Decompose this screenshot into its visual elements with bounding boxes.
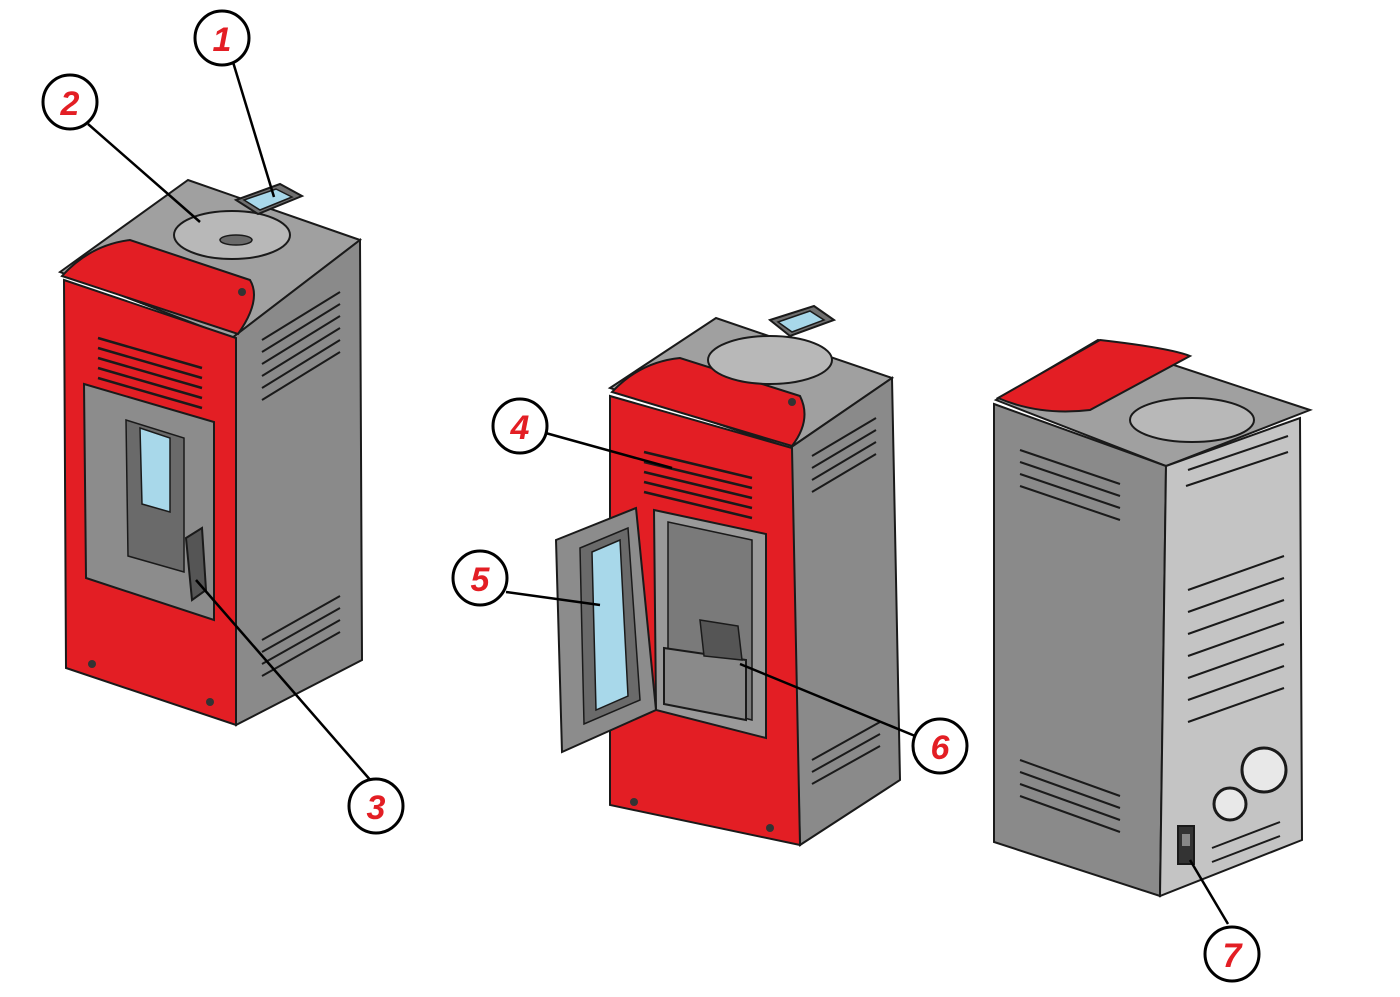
callout-3: 3: [347, 777, 405, 835]
side-vents: [261, 291, 341, 677]
callout-1: 1: [193, 9, 251, 67]
rear-panel: [1158, 416, 1304, 898]
callout-label-2: 2: [60, 85, 80, 123]
stove-side-panel: [993, 402, 1168, 898]
rear-vent-slots: [1185, 435, 1289, 863]
door-open-view: [554, 304, 902, 847]
stove-top-cap: [995, 338, 1193, 413]
control-panel[interactable]: [767, 304, 837, 338]
door-glass: [139, 426, 171, 513]
screw: [238, 288, 246, 296]
callout-label-3: 3: [367, 789, 386, 827]
callout-circle-5: [451, 549, 509, 607]
callout-5: 5: [451, 549, 509, 607]
callout-label-6: 6: [931, 729, 951, 767]
callout-label-7: 7: [1223, 937, 1244, 975]
stove-door-open[interactable]: [554, 506, 658, 754]
leader-lines: [87, 61, 1230, 925]
burn-pot: [663, 619, 747, 722]
hopper-lid-handle: [219, 234, 253, 246]
control-panel[interactable]: [233, 182, 305, 216]
callout-circle-3: [347, 777, 405, 835]
callout-6: 6: [911, 717, 969, 775]
pellet-hopper-lid[interactable]: [707, 335, 833, 385]
leader-line-1: [231, 61, 276, 198]
callout-label-4: 4: [510, 409, 530, 447]
air-outlet-grille: [97, 336, 203, 410]
callout-7: 7: [1203, 925, 1261, 983]
air-inlet: [1212, 786, 1248, 822]
callout-4: 4: [491, 397, 549, 455]
callout-circle-2: [41, 73, 99, 131]
callout-label-1: 1: [213, 21, 232, 59]
screw: [88, 660, 96, 668]
door-glass: [591, 538, 629, 712]
side-vents: [1019, 449, 1121, 833]
leader-line-6: [739, 662, 921, 740]
screw: [788, 398, 796, 406]
leader-line-7: [1188, 859, 1230, 925]
flue-outlet: [1240, 746, 1288, 794]
screw: [766, 824, 774, 832]
power-switch[interactable]: [1177, 825, 1195, 865]
screw: [206, 698, 214, 706]
callout-circle-7: [1203, 925, 1261, 983]
callout-circle-4: [491, 397, 549, 455]
callout-circle-6: [911, 717, 969, 775]
screw: [630, 798, 638, 806]
callout-label-5: 5: [471, 561, 491, 599]
callout-2: 2: [41, 73, 99, 131]
leader-line-3: [195, 579, 373, 783]
front-view: [57, 178, 364, 727]
side-vents: [811, 417, 881, 785]
leader-line-4: [541, 430, 673, 470]
callout-circle-1: [193, 9, 251, 67]
leader-line-5: [505, 590, 601, 607]
leader-line-2: [87, 123, 201, 223]
pellet-hopper-lid[interactable]: [1129, 397, 1255, 443]
rear-view: [993, 338, 1313, 898]
stove-top-cap: [60, 238, 255, 336]
